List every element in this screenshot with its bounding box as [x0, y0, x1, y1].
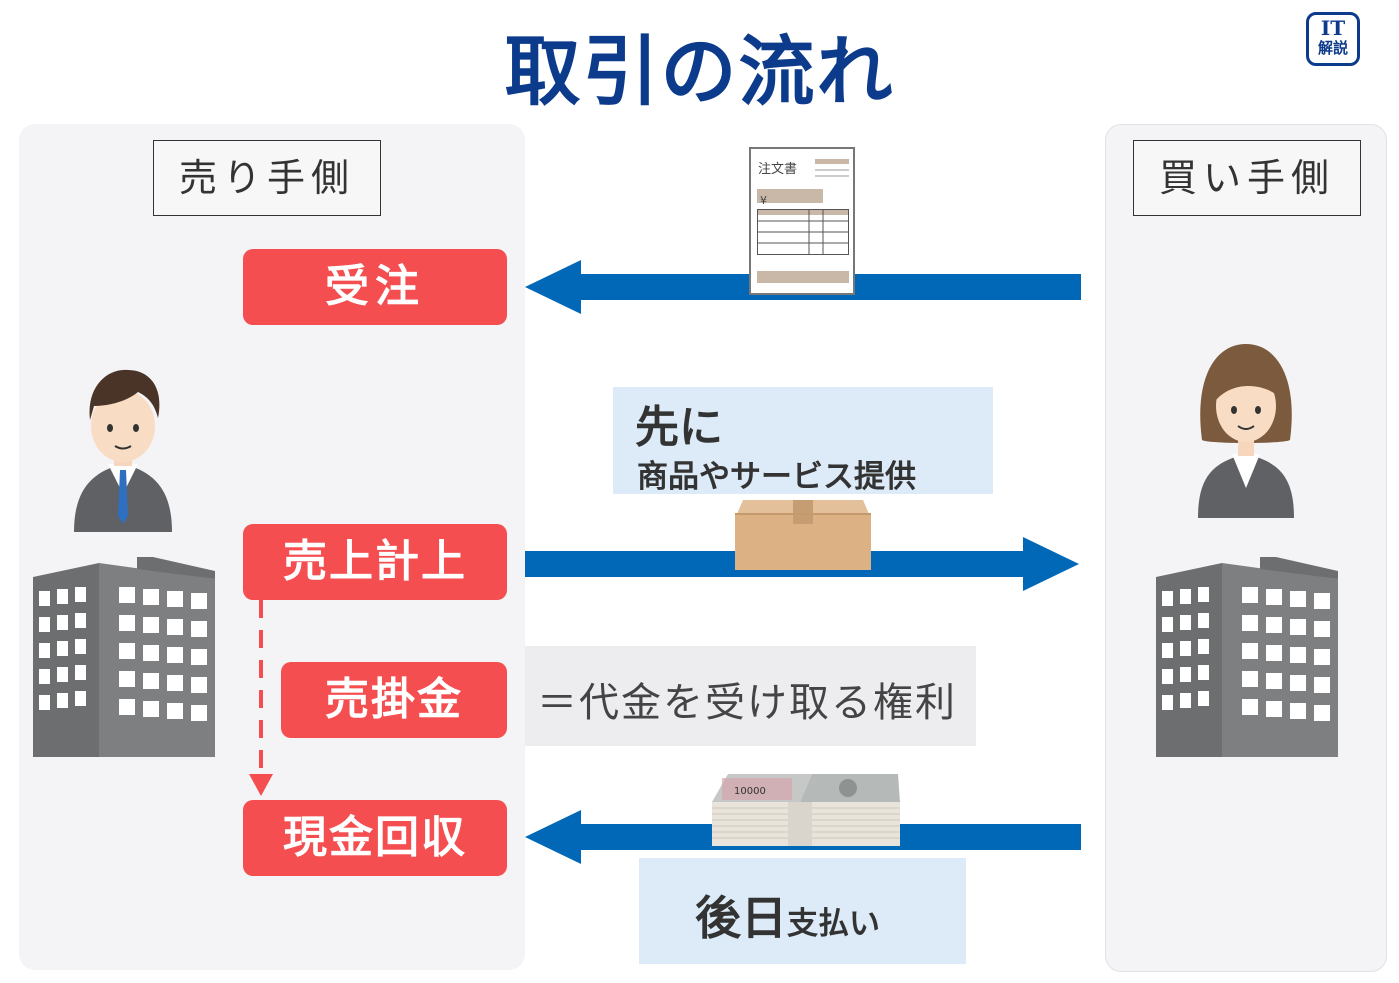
order-form-title: 注文書	[758, 162, 798, 177]
step-accounts-receivable: 売掛金	[281, 662, 507, 738]
receivable-note: ＝代金を受け取る権利	[525, 646, 976, 746]
seller-building-icon	[33, 557, 215, 757]
seller-label: 売り手側	[153, 140, 381, 216]
order-form-document: 注文書 ¥	[749, 147, 855, 295]
payment-note-big: 後日	[695, 891, 787, 945]
later-payment-note: 後日支払い	[639, 858, 966, 964]
order-form-yen-bar: ¥	[757, 189, 823, 207]
order-form-line	[815, 175, 849, 177]
buyer-person-icon	[1198, 344, 1294, 518]
provide-note-line1: 先に	[635, 402, 723, 453]
logo-line2: 解説	[1317, 39, 1348, 57]
money-amount: 10000	[734, 786, 766, 797]
payment-note-text: 後日支払い	[695, 882, 880, 948]
step-cash-collection: 現金回収	[243, 800, 507, 876]
provide-first-note: 先に 商品やサービス提供	[613, 387, 993, 495]
buyer-panel	[1105, 124, 1387, 972]
provide-note-line2: 商品やサービス提供	[637, 459, 916, 495]
dashed-flow-arrow	[249, 600, 273, 796]
order-form-yen: ¥	[760, 194, 767, 207]
money-stack-icon: 10000	[712, 774, 900, 846]
receivable-note-text: ＝代金を受け取る権利	[537, 680, 957, 726]
page-title: 取引の流れ	[504, 27, 895, 116]
seller-person-icon	[74, 369, 172, 532]
logo-line1: IT	[1320, 16, 1346, 40]
order-form-line	[815, 169, 849, 171]
step-sales-recognition: 売上計上	[243, 524, 507, 600]
buyer-building-icon	[1156, 557, 1338, 757]
buyer-label: 買い手側	[1133, 140, 1361, 216]
order-form-table	[757, 209, 849, 255]
step-order: 受注	[243, 249, 507, 325]
payment-note-small: 支払い	[787, 906, 880, 942]
order-form-footer-bar	[757, 271, 849, 283]
package-box-icon	[735, 500, 871, 570]
it-kaisetsu-logo: IT 解説	[1306, 12, 1360, 66]
order-form-stripe	[815, 159, 849, 164]
